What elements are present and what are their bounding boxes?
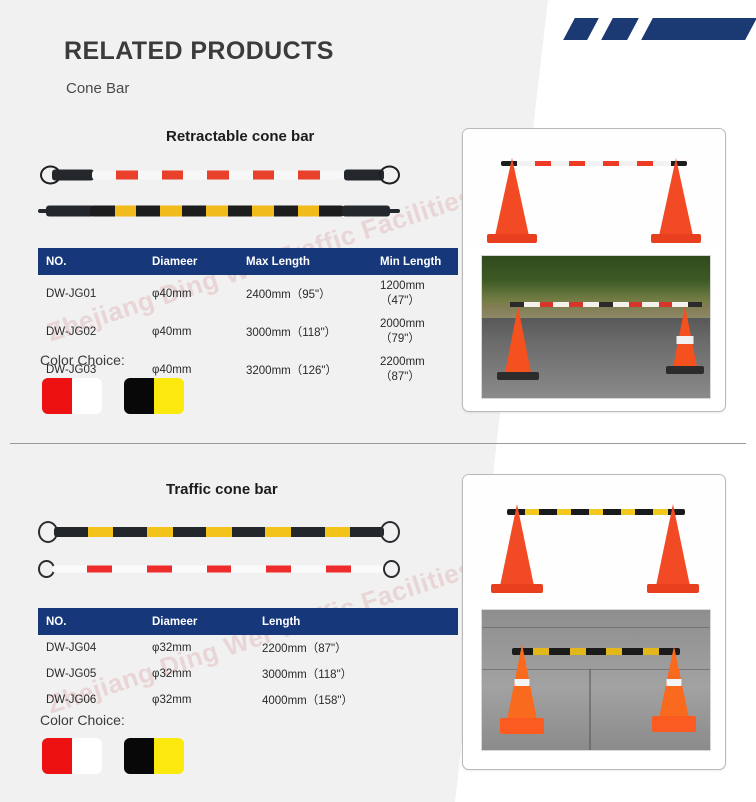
specs-table-traffic: NO. Diameer Length DW-JG04 φ32mm 2200mm（… [38,608,458,713]
traffic-cone-icon [645,503,701,593]
swatch-black [124,738,154,774]
cell-no: DW-JG06 [46,694,97,706]
section-heading-traffic: Traffic cone bar [166,481,278,498]
cell-no: DW-JG03 [46,364,97,376]
cell-min-length: 2000mm（79"） [380,318,425,345]
traffic-cone-icon [489,503,545,593]
swatch-red [42,738,72,774]
cell-no: DW-JG05 [46,668,97,680]
cell-diameter: φ40mm [152,364,192,376]
header-ribbon-decoration [563,18,756,42]
swatch-pair-red-white [42,378,102,414]
collapsible-cone-icon [650,644,698,732]
section-heading-retractable: Retractable cone bar [166,128,315,145]
swatch-pair-red-white [42,738,102,774]
swatch-yellow [154,378,184,414]
section-divider [10,443,746,444]
cell-length: 2200mm（87"） [262,643,347,655]
cell-max-length: 2400mm（95"） [246,289,331,301]
swatch-pair-black-yellow [124,738,184,774]
color-choice-label-1: Color Choice: [40,352,125,368]
illustration-traffic-bar-red-white [38,556,400,582]
cell-no: DW-JG02 [46,326,97,338]
swatch-white [72,378,102,414]
illustration-retractable-bar-black-yellow [38,198,400,224]
swatch-yellow [154,738,184,774]
th-diameter: Diameer [144,608,254,635]
illustration-retractable-bar-red-white [38,160,400,190]
table-row: DW-JG03 φ40mm 3200mm（126"） 2200mm（87"） [38,351,458,389]
th-length: Length [254,608,458,635]
swatch-pair-black-yellow [124,378,184,414]
th-min-length: Min Length [372,248,458,275]
th-no: NO. [38,608,144,635]
photo-panel-retractable [462,128,726,412]
swatch-black [124,378,154,414]
cell-max-length: 3200mm（126"） [246,365,338,377]
page-title: RELATED PRODUCTS [64,37,334,65]
cell-diameter: φ32mm [152,694,192,706]
th-diameter: Diameer [144,248,238,275]
cell-min-length: 2200mm（87"） [380,356,425,383]
photo-pavement-black-yellow-bar [481,609,711,751]
traffic-cone-icon [664,306,706,374]
cell-diameter: φ40mm [152,326,192,338]
table-row: DW-JG05 φ32mm 3000mm（118"） [38,661,458,687]
collapsible-cone-icon [498,642,546,734]
color-swatches-2 [42,738,206,774]
cell-diameter: φ32mm [152,668,192,680]
page-subtitle: Cone Bar [66,80,130,97]
ribbon-slab-small-1 [563,18,599,40]
cell-no: DW-JG01 [46,288,97,300]
traffic-cone-icon [649,157,703,243]
color-swatches-1 [42,378,206,414]
cell-diameter: φ40mm [152,288,192,300]
traffic-cone-icon [496,306,540,380]
swatch-red [42,378,72,414]
photo-panel-traffic [462,474,726,770]
th-max-length: Max Length [238,248,372,275]
cell-no: DW-JG04 [46,642,97,654]
table-row: DW-JG04 φ32mm 2200mm（87"） [38,635,458,661]
swatch-white [72,738,102,774]
photo-outdoor-red-white-bar [481,255,711,399]
table-header-row: NO. Diameer Length [38,608,458,635]
cell-diameter: φ32mm [152,642,192,654]
ribbon-slab-large [641,18,756,40]
specs-table-retractable: NO. Diameer Max Length Min Length DW-JG0… [38,248,458,389]
th-no: NO. [38,248,144,275]
ribbon-slab-small-2 [601,18,639,40]
traffic-cone-icon [485,157,539,243]
table-row: DW-JG02 φ40mm 3000mm（118"） 2000mm（79"） [38,313,458,351]
photo-cones-red-white-bar [463,129,723,249]
cell-length: 4000mm（158"） [262,695,354,707]
table-row: DW-JG06 φ32mm 4000mm（158"） [38,687,458,713]
photo-cones-black-yellow-bar [463,475,723,603]
illustration-traffic-bar-black-yellow [38,518,400,546]
cell-max-length: 3000mm（118"） [246,327,337,339]
table-row: DW-JG01 φ40mm 2400mm（95"） 1200mm（47"） [38,275,458,313]
table-header-row: NO. Diameer Max Length Min Length [38,248,458,275]
color-choice-label-2: Color Choice: [40,712,125,728]
cell-min-length: 1200mm（47"） [380,280,425,307]
cell-length: 3000mm（118"） [262,669,353,681]
